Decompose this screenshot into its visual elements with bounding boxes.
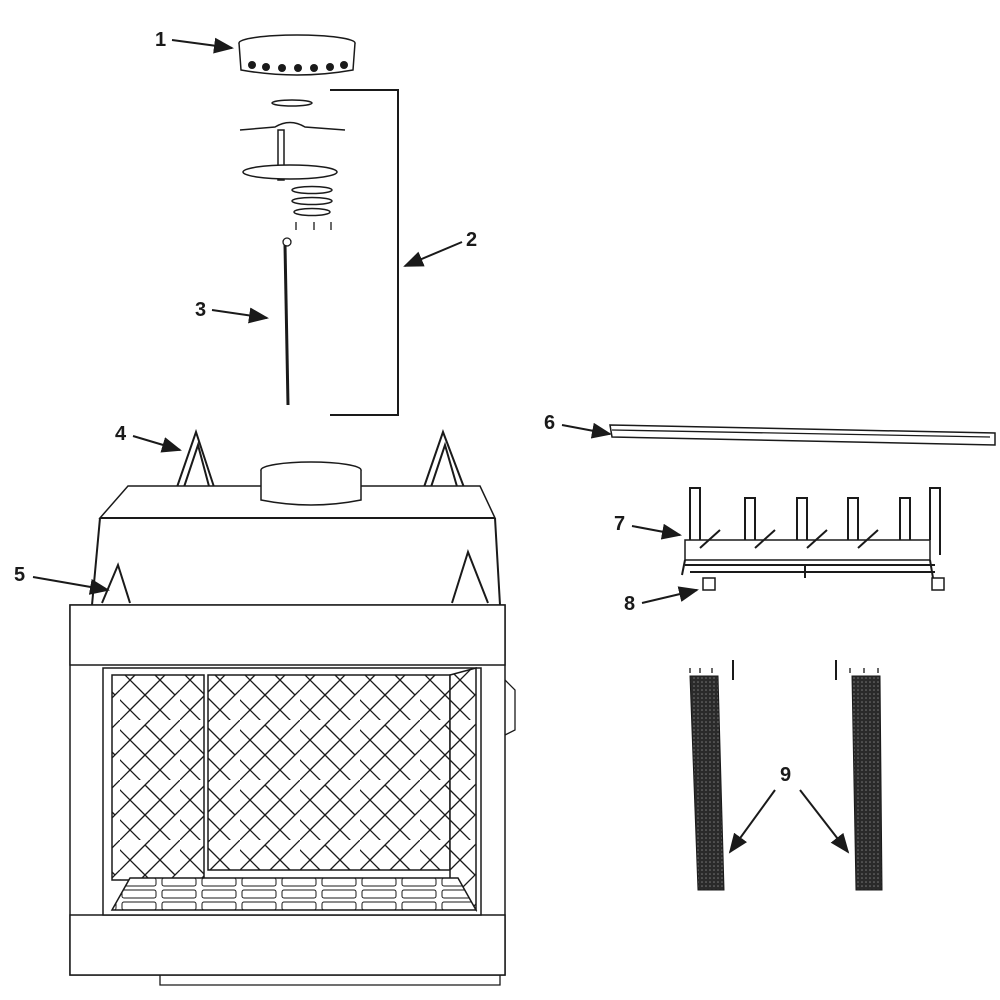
callout-9: 9 (780, 764, 792, 786)
callout-6: 6 (544, 412, 556, 434)
damper-assembly-part (239, 89, 399, 416)
callout-7: 7 (614, 513, 626, 535)
callout-1: 1 (155, 29, 167, 51)
screen-curtain-part (689, 660, 883, 891)
top-standoff-part (175, 428, 466, 491)
callout-8: 8 (624, 593, 636, 615)
callout-4: 4 (115, 423, 127, 445)
grate-feet-part (702, 577, 945, 591)
callout-5: 5 (14, 564, 26, 586)
hearth-strip-part (609, 424, 996, 446)
callout-3: 3 (195, 299, 207, 321)
collar-part (238, 34, 356, 76)
callout-2: 2 (466, 229, 478, 251)
damper-rod-part (282, 237, 292, 406)
fireplace-body (69, 461, 516, 986)
grate-part (681, 487, 941, 579)
leader-arrows (32, 37, 850, 854)
